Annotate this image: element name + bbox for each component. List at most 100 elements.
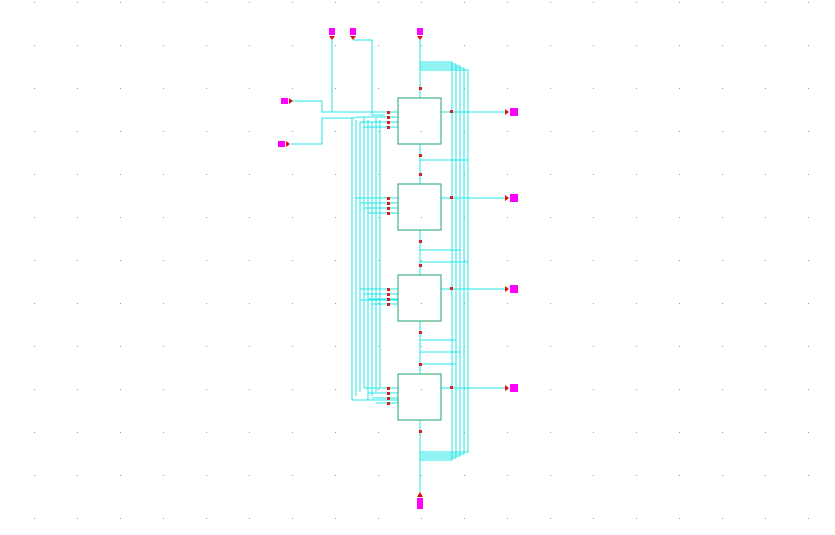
- wire: [420, 339, 457, 365]
- grid-dot: [163, 45, 164, 46]
- grid-dot: [34, 45, 35, 46]
- cell-3[interactable]: [397, 373, 442, 421]
- grid-dot: [378, 346, 379, 347]
- pin-dot: [387, 288, 390, 291]
- grid-dot: [120, 45, 121, 46]
- grid-dot: [765, 88, 766, 89]
- grid-dot: [765, 346, 766, 347]
- grid-dot: [765, 174, 766, 175]
- grid-dot: [808, 518, 809, 519]
- grid-dot: [593, 45, 594, 46]
- grid-dot: [206, 475, 207, 476]
- grid-dot: [34, 346, 35, 347]
- grid-dot: [34, 432, 35, 433]
- pin-dot: [419, 240, 422, 243]
- grid-dot: [593, 88, 594, 89]
- grid-dot: [808, 475, 809, 476]
- wire: [291, 100, 352, 113]
- grid-dot: [206, 303, 207, 304]
- grid-dot: [636, 260, 637, 261]
- cell-2[interactable]: [397, 274, 442, 322]
- grid-dot: [206, 346, 207, 347]
- grid-dot: [679, 303, 680, 304]
- grid-dot: [507, 88, 508, 89]
- pin-bottom[interactable]: [417, 498, 423, 509]
- grid-dot: [421, 217, 422, 218]
- grid-dot: [249, 2, 250, 3]
- grid-dot: [34, 2, 35, 3]
- grid-dot: [34, 389, 35, 390]
- grid-dot: [120, 518, 121, 519]
- grid-dot: [679, 475, 680, 476]
- grid-dot: [808, 303, 809, 304]
- pin-dot: [419, 331, 422, 334]
- cell-1[interactable]: [397, 183, 442, 231]
- pin-left-a-arrow: [289, 98, 293, 104]
- grid-dot: [120, 131, 121, 132]
- grid-dot: [77, 217, 78, 218]
- pin-dot: [419, 173, 422, 176]
- grid-dot: [120, 217, 121, 218]
- grid-dot: [120, 88, 121, 89]
- pin-left-a[interactable]: [281, 98, 288, 104]
- grid-dot: [765, 45, 766, 46]
- grid-dot: [34, 217, 35, 218]
- pin-out-3[interactable]: [510, 384, 518, 392]
- pin-out-0[interactable]: [510, 108, 518, 116]
- grid-dot: [120, 432, 121, 433]
- wire-layer: [291, 39, 508, 497]
- grid-dot: [593, 174, 594, 175]
- pin-dot: [450, 110, 453, 113]
- grid-dot: [335, 303, 336, 304]
- wire: [331, 40, 385, 113]
- cell-0[interactable]: [397, 97, 442, 145]
- grid-dot: [636, 131, 637, 132]
- grid-dot: [120, 2, 121, 3]
- grid-dot: [292, 432, 293, 433]
- pin-out-1[interactable]: [510, 194, 518, 202]
- grid-dot: [77, 131, 78, 132]
- grid-dot: [679, 131, 680, 132]
- grid-dot: [77, 518, 78, 519]
- pin-dot: [387, 212, 390, 215]
- grid-dot: [249, 389, 250, 390]
- grid-dot: [679, 217, 680, 218]
- grid-dot: [808, 346, 809, 347]
- grid-dot: [507, 389, 508, 390]
- grid-dot: [808, 217, 809, 218]
- pin-top-c-arrow: [417, 36, 423, 40]
- grid-dot: [206, 260, 207, 261]
- pin-top-b[interactable]: [350, 28, 356, 35]
- grid-dot: [550, 174, 551, 175]
- grid-dot: [464, 475, 465, 476]
- pin-out-2[interactable]: [510, 285, 518, 293]
- grid-dot: [77, 389, 78, 390]
- pin-top-c[interactable]: [417, 28, 423, 35]
- pin-dot: [387, 207, 390, 210]
- grid-dot: [722, 217, 723, 218]
- grid-dot: [378, 432, 379, 433]
- grid-dot: [378, 260, 379, 261]
- wire: [420, 159, 469, 263]
- pin-dot: [387, 392, 390, 395]
- grid-dot: [765, 260, 766, 261]
- grid-dot: [636, 389, 637, 390]
- grid-dot: [722, 88, 723, 89]
- pin-top-a[interactable]: [329, 28, 335, 35]
- grid-dot: [722, 260, 723, 261]
- grid-dot: [421, 260, 422, 261]
- grid-dot: [77, 88, 78, 89]
- pin-bottom-arrow: [417, 492, 423, 497]
- grid-dot: [722, 174, 723, 175]
- grid-dot: [34, 88, 35, 89]
- grid-dot: [722, 475, 723, 476]
- grid-dot: [550, 2, 551, 3]
- grid-dot: [292, 475, 293, 476]
- pin-left-b[interactable]: [278, 141, 285, 147]
- grid-dot: [722, 131, 723, 132]
- pin-dot: [419, 87, 422, 90]
- grid-dot: [636, 2, 637, 3]
- grid-dot: [636, 303, 637, 304]
- grid-dot: [249, 518, 250, 519]
- pin-layer: [278, 28, 518, 509]
